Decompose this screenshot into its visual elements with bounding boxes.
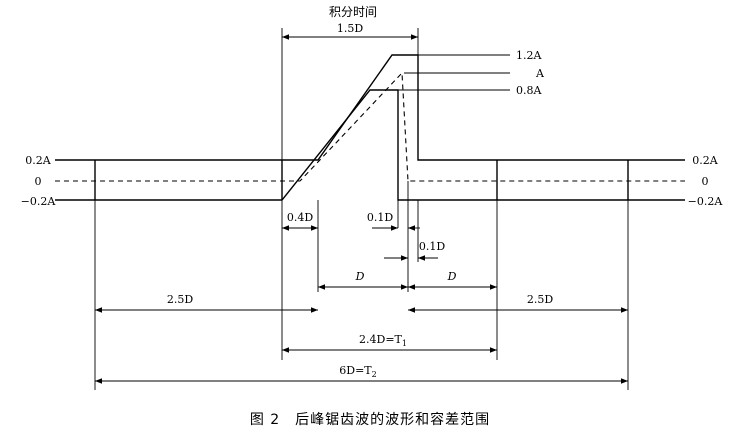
label-0-4d: 0.4D (287, 211, 313, 224)
label-0-8a: 0.8A (516, 84, 542, 97)
label-2-5d-right: 2.5D (527, 293, 553, 306)
label-0-1d-bottom: 0.1D (419, 240, 445, 253)
label-t2: 6D=T2 (339, 364, 376, 379)
left-level-0: 0 (35, 175, 42, 188)
figure-caption: 图 2 后峰锯齿波的波形和容差范围 (250, 411, 490, 428)
left-level-0-2a: 0.2A (25, 154, 51, 167)
label-1-2a: 1.2A (516, 49, 542, 62)
label-t1-sub: 1 (402, 339, 407, 348)
upper-tolerance-line (55, 54, 685, 161)
right-level-0: 0 (702, 175, 709, 188)
left-level-neg-0-2a: −0.2A (21, 195, 57, 208)
integration-time-title: 积分时间 (329, 5, 377, 19)
lower-tolerance-line (55, 89, 685, 201)
label-t1: 2.4D=T1 (359, 333, 407, 348)
label-d-left: D (355, 270, 365, 283)
label-a: A (535, 67, 545, 80)
label-d-right: D (447, 270, 457, 283)
label-t2-sub: 2 (372, 370, 377, 379)
right-level-0-2a: 0.2A (692, 154, 718, 167)
label-1-5d: 1.5D (337, 22, 363, 35)
right-level-neg-0-2a: −0.2A (688, 195, 724, 208)
nominal-waveform-line (55, 71, 685, 182)
label-2-5d-left: 2.5D (167, 293, 193, 306)
label-t1-main: 2.4D=T (359, 333, 403, 346)
label-0-1d-top: 0.1D (367, 211, 393, 224)
label-t2-main: 6D=T (339, 364, 372, 377)
